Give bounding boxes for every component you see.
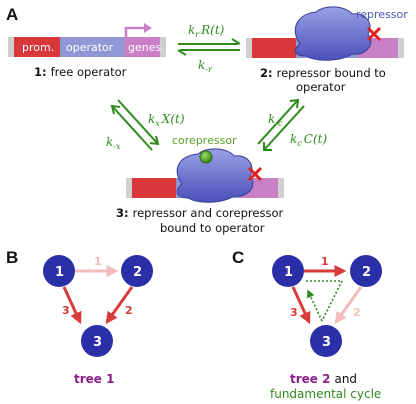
node-3-label: 3 (93, 335, 102, 350)
edge-label-3-c: 3 (290, 306, 298, 319)
dna-repressor-corepressor-bound: corepressor (126, 134, 284, 203)
blocked-x-icon-3 (247, 166, 263, 182)
state-2-caption-line2: operator (296, 80, 346, 94)
forward-arrow-3-2 (257, 99, 299, 145)
genes-label: genes (128, 41, 161, 54)
rate-k-minus-x: k-x (106, 135, 121, 151)
node-2 (121, 255, 153, 287)
graph-tree-2-cycle: 1 3 2 1 2 3 (272, 255, 382, 357)
node-3-c (310, 325, 342, 357)
node-2-label: 2 (133, 265, 142, 280)
operator-label: operator (66, 41, 114, 54)
corepressor-label: corepressor (172, 134, 237, 147)
dna-end-right (160, 37, 166, 57)
edge-2-to-3-c (334, 286, 363, 324)
node-3 (81, 325, 113, 357)
state-3-caption-line2: bound to operator (160, 221, 265, 235)
node-2-c (350, 255, 382, 287)
rate-k-minus-r: k-r (198, 58, 213, 74)
node-1-label: 1 (55, 265, 64, 280)
transcription-start-arrow (124, 26, 146, 37)
dna-end-left (8, 37, 14, 57)
fundamental-cycle-path (306, 280, 344, 322)
rate-k-minus-c: k-c (268, 112, 283, 128)
node-1-c (272, 255, 304, 287)
operator-block (60, 37, 124, 57)
promoter-block (14, 37, 60, 57)
edge-1-to-3-c (291, 286, 311, 325)
fundamental-cycle-return (307, 289, 323, 322)
forward-arrow-1-3 (117, 99, 159, 145)
promoter-block-3 (132, 178, 176, 198)
panel-c-label: C (232, 248, 244, 267)
panel-b-label: B (6, 248, 18, 267)
edge-label-3: 3 (62, 304, 70, 317)
corepressor-molecule (199, 150, 213, 164)
node-1-c-label: 1 (284, 265, 293, 280)
edge-1-to-3 (62, 286, 82, 325)
state-3-caption-line1: 3:repressor and corepressor (116, 206, 283, 220)
backward-arrow-3-1 (111, 105, 153, 151)
graph-tree-1: 1 3 2 1 2 3 (43, 255, 153, 357)
edge-2-to-3 (105, 286, 134, 324)
state-2-caption-line1: 2:repressor bound to (260, 66, 386, 80)
dna-free-operator: prom. operator genes (8, 23, 166, 57)
node-3-c-label: 3 (322, 335, 331, 350)
edge-label-1: 1 (94, 255, 102, 268)
promoter-block-2 (252, 38, 296, 58)
edge-label-1-c: 1 (321, 255, 329, 268)
blocked-x-icon (366, 26, 382, 42)
state-1-caption: 1:free operator (34, 65, 127, 79)
transcription-arrow-head (144, 23, 152, 33)
genes-block (124, 37, 160, 57)
node-2-c-label: 2 (362, 265, 371, 280)
repressor-label: repressor (356, 8, 408, 21)
promoter-label: prom. (22, 41, 54, 54)
panel-a-label: A (6, 5, 18, 24)
dna-repressor-bound: repressor (246, 6, 408, 61)
fundamental-cycle-caption: fundamental cycle (270, 387, 381, 401)
tree-1-caption: tree 1 (74, 372, 114, 386)
edge-label-2-c: 2 (353, 306, 361, 319)
repressor-molecule-3 (176, 148, 254, 203)
edge-label-2: 2 (125, 304, 133, 317)
node-1 (43, 255, 75, 287)
repressor-molecule (294, 6, 372, 61)
backward-arrow-2-3 (263, 105, 305, 151)
